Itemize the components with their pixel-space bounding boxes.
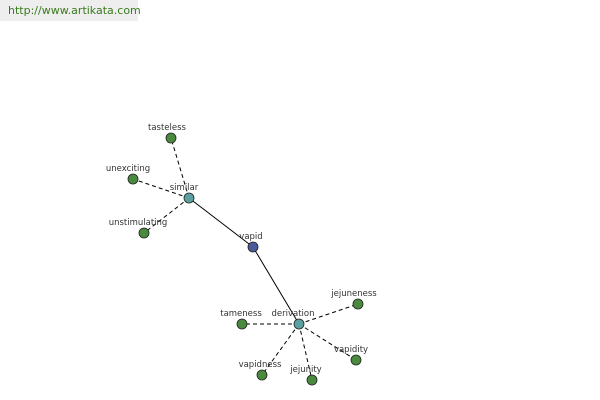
- labels-layer: tasteless unexciting unstimulating tameness…: [106, 123, 377, 375]
- leaf-node-vapidity[interactable]: [350, 354, 362, 366]
- leaf-label-vapidity[interactable]: vapidity: [334, 345, 368, 355]
- leaf-node-jejunity[interactable]: [306, 374, 318, 386]
- edge-derivation-jejunity: [298, 323, 313, 381]
- leaf-node-unexciting[interactable]: [127, 173, 139, 185]
- leaf-label-vapidness[interactable]: vapidness: [239, 360, 282, 370]
- hub-node-similar[interactable]: [183, 192, 195, 204]
- source-url-banner[interactable]: http://www.artikata.com: [0, 0, 141, 21]
- leaf-label-unstimulating[interactable]: unstimulating: [109, 218, 168, 228]
- nodes-layer: [127, 132, 364, 386]
- edge-similar-unstimulating: [143, 197, 190, 234]
- leaf-node-vapidness[interactable]: [256, 369, 268, 381]
- leaf-label-unexciting[interactable]: unexciting: [106, 164, 150, 174]
- leaf-node-tasteless[interactable]: [165, 132, 177, 144]
- leaf-node-tameness[interactable]: [236, 318, 248, 330]
- leaf-label-jejuneness[interactable]: jejuneness: [330, 289, 377, 299]
- leaf-label-tasteless[interactable]: tasteless: [148, 123, 187, 133]
- leaf-node-unstimulating[interactable]: [138, 227, 150, 239]
- hub-label-derivation[interactable]: derivation: [271, 309, 314, 319]
- leaf-label-jejunity[interactable]: jejunity: [289, 365, 321, 375]
- leaf-label-tameness[interactable]: tameness: [220, 309, 262, 319]
- edge-similar-unexciting: [132, 178, 190, 199]
- hub-label-similar[interactable]: similar: [170, 183, 199, 193]
- center-node-vapid[interactable]: [247, 241, 259, 253]
- edge-derivation-vapidness: [261, 323, 300, 376]
- leaf-node-jejuneness[interactable]: [352, 298, 364, 310]
- edge-vapid-similar: [188, 197, 254, 248]
- hub-node-derivation[interactable]: [293, 318, 305, 330]
- center-label-vapid[interactable]: vapid: [239, 232, 262, 242]
- edge-vapid-derivation: [252, 246, 300, 325]
- edge-similar-tasteless: [170, 137, 190, 199]
- edge-derivation-vapidity: [298, 323, 357, 361]
- edge-derivation-jejuneness: [298, 303, 359, 325]
- edges-layer: [132, 137, 359, 381]
